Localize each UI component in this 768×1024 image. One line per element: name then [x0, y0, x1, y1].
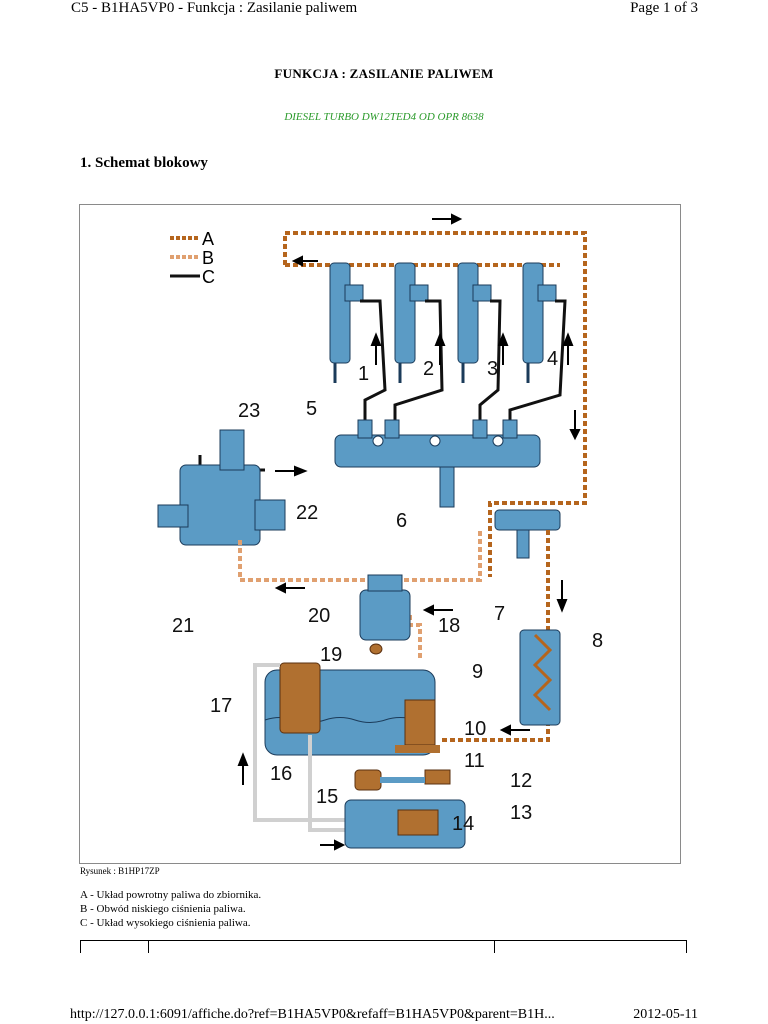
- label-10: 10: [464, 718, 486, 740]
- table-divider: [148, 941, 149, 953]
- legend-key-b: B: [202, 248, 214, 268]
- table-divider: [686, 941, 687, 953]
- label-13: 13: [510, 802, 532, 824]
- fuel-filter: [359, 574, 411, 655]
- label-7: 7: [494, 603, 505, 625]
- label-20: 20: [308, 605, 330, 627]
- document-title: FUNKCJA : ZASILANIE PALIWEM: [274, 66, 494, 81]
- label-16: 16: [270, 763, 292, 785]
- page-header-title: C5 - B1HA5VP0 - Funkcja : Zasilanie pali…: [71, 0, 358, 16]
- legend-list: A - Układ powrotny paliwa do zbiornika. …: [80, 888, 261, 930]
- label-2: 2: [423, 358, 434, 380]
- label-1: 1: [358, 363, 369, 385]
- lift-pump-assembly: [344, 769, 466, 849]
- diagram-legend: A B C: [170, 229, 215, 287]
- label-14: 14: [452, 813, 474, 835]
- footer-url: http://127.0.0.1:6091/affiche.do?ref=B1H…: [70, 1007, 555, 1022]
- label-6: 6: [396, 510, 407, 532]
- pump-to-rail-arrow: [275, 465, 308, 477]
- pressure-regulator: [494, 509, 561, 559]
- return-line-arrows: [291, 213, 581, 441]
- label-9: 9: [472, 661, 483, 683]
- document-subtitle: DIESEL TURBO DW12TED4 OD OPR 8638: [284, 111, 484, 123]
- label-19: 19: [320, 644, 342, 666]
- diagram-svg: A B C: [157, 213, 603, 851]
- fuel-system-diagram: A B C: [79, 204, 681, 864]
- legend-key-a: A: [202, 229, 214, 249]
- page-number: Page 1 of 3: [630, 0, 698, 16]
- injector-3: [457, 262, 492, 383]
- label-22: 22: [296, 502, 318, 524]
- table-divider: [80, 941, 81, 953]
- label-17: 17: [210, 695, 232, 717]
- injectors: [329, 262, 557, 383]
- label-3: 3: [487, 358, 498, 380]
- low-pressure-arrows: [274, 582, 453, 616]
- legend-key-c: C: [202, 267, 215, 287]
- table-divider: [494, 941, 495, 953]
- label-11: 11: [464, 750, 485, 772]
- injector-4: [522, 262, 557, 383]
- high-pressure-pump: [157, 429, 286, 546]
- fuel-tank: [264, 662, 440, 756]
- section-heading: 1. Schemat blokowy: [80, 155, 208, 171]
- footer-date: 2012-05-11: [633, 1007, 698, 1022]
- legend-item-a: A - Układ powrotny paliwa do zbiornika.: [80, 889, 262, 901]
- label-15: 15: [316, 786, 338, 808]
- fuel-cooler: [519, 629, 561, 726]
- label-12: 12: [510, 770, 532, 792]
- label-21: 21: [172, 615, 194, 637]
- label-4: 4: [547, 348, 558, 370]
- table-header-row: [80, 940, 687, 953]
- legend-item-c: C - Układ wysokiego ciśnienia paliwa.: [80, 917, 251, 929]
- injector-2: [394, 262, 429, 383]
- up-arrows: [370, 332, 574, 365]
- tank-return-lines: [253, 663, 350, 832]
- return-line: [283, 231, 587, 577]
- label-23: 23: [238, 400, 260, 422]
- label-5: 5: [306, 398, 317, 420]
- injector-1: [329, 262, 364, 383]
- label-18: 18: [438, 615, 460, 637]
- legend-item-b: B - Obwód niskiego ciśnienia paliwa.: [80, 903, 246, 915]
- label-8: 8: [592, 630, 603, 652]
- figure-caption: Rysunek : B1HP17ZP: [80, 866, 160, 876]
- common-rail: [334, 419, 541, 508]
